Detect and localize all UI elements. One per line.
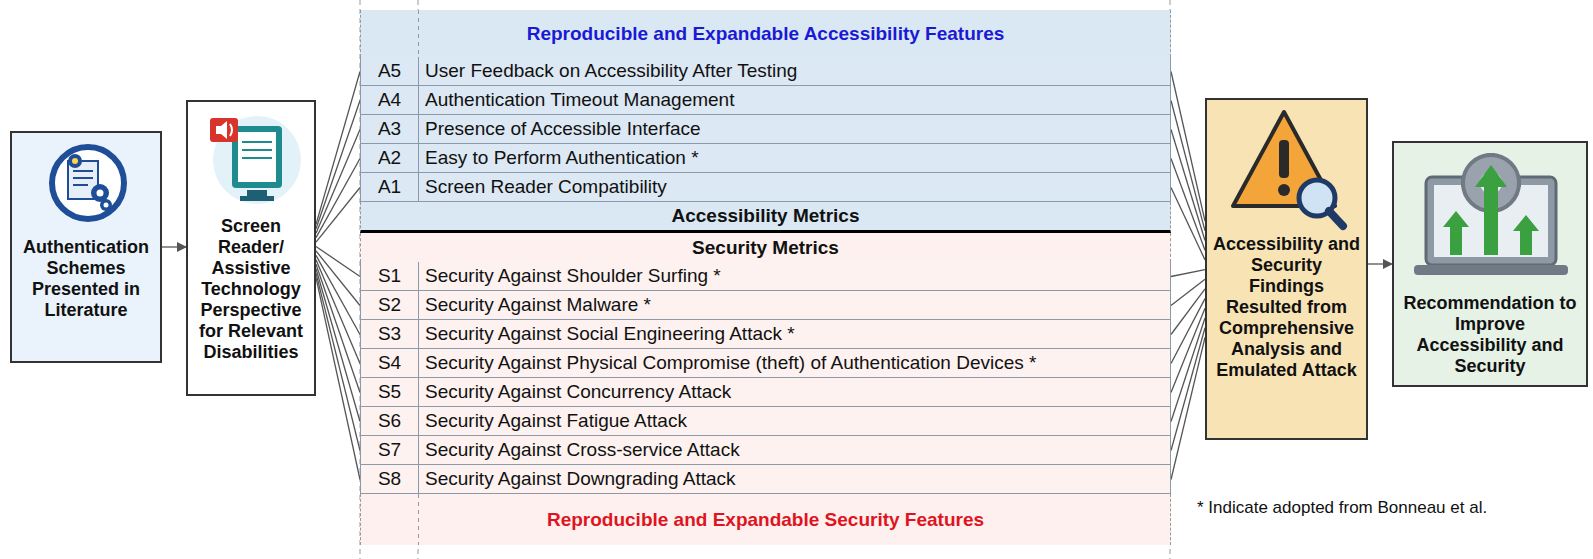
fan-line (316, 247, 360, 277)
fan-line (316, 159, 360, 238)
row-code: A5 (361, 57, 419, 85)
row-code: S6 (361, 407, 419, 435)
fan-line (1171, 188, 1205, 260)
table-row: S8Security Against Downgrading Attack (360, 465, 1171, 494)
row-code: S3 (361, 320, 419, 348)
table-row: S2Security Against Malware * (360, 291, 1171, 320)
row-label: Presence of Accessible Interface (419, 115, 1170, 143)
fan-line (316, 278, 360, 480)
screen-reader-icon (202, 108, 302, 212)
row-label: Easy to Perform Authentication * (419, 144, 1170, 172)
footnote: * Indicate adopted from Bonneau et al. (1197, 497, 1582, 518)
row-label: Security Against Malware * (419, 291, 1170, 319)
table-row: A5User Feedback on Accessibility After T… (360, 57, 1171, 86)
fan-line (316, 255, 360, 334)
table-row: S5Security Against Concurrency Attack (360, 378, 1171, 407)
fan-line (1171, 101, 1205, 231)
warning-magnifier-icon (1229, 106, 1349, 232)
table-row: S6Security Against Fatigue Attack (360, 407, 1171, 436)
row-code: S2 (361, 291, 419, 319)
process-box: Accessibility and Security Findings Resu… (1205, 98, 1368, 440)
row-label: Security Against Concurrency Attack (419, 378, 1170, 406)
flow-arrow (162, 246, 186, 247)
fan-line (1171, 299, 1205, 364)
row-label: Screen Reader Compatibility (419, 173, 1170, 201)
document-gear-icon (48, 141, 128, 227)
table-row: S7Security Against Cross-service Attack (360, 436, 1171, 465)
fan-line (316, 260, 360, 364)
fan-line (316, 101, 360, 229)
fan-line (1171, 279, 1205, 305)
row-label: Authentication Timeout Management (419, 86, 1170, 114)
table-row: A4Authentication Timeout Management (360, 86, 1171, 115)
row-label: Security Against Social Engineering Atta… (419, 320, 1170, 348)
table-band: Reproducible and Expandable Accessibilit… (360, 10, 1171, 57)
row-label: Security Against Shoulder Surfing * (419, 262, 1170, 290)
table-row: S3Security Against Social Engineering At… (360, 320, 1171, 349)
fan-line (316, 264, 360, 392)
table-band: Reproducible and Expandable Security Fea… (360, 494, 1171, 545)
band-label: Accessibility Metrics (672, 205, 860, 227)
band-label: Reproducible and Expandable Security Fea… (547, 509, 984, 531)
fan-line (316, 72, 360, 225)
fan-line (1171, 289, 1205, 335)
table-band: Accessibility Metrics (360, 202, 1171, 233)
row-code: A2 (361, 144, 419, 172)
fan-line (316, 130, 360, 234)
box-label: Accessibility and Security Findings Resu… (1207, 234, 1366, 381)
row-label: Security Against Fatigue Attack (419, 407, 1170, 435)
table-row: A3Presence of Accessible Interface (360, 115, 1171, 144)
row-code: S4 (361, 349, 419, 377)
fan-line (1171, 308, 1205, 392)
row-code: S7 (361, 436, 419, 464)
row-code: S8 (361, 465, 419, 493)
table-row: A1Screen Reader Compatibility (360, 173, 1171, 202)
row-label: User Feedback on Accessibility After Tes… (419, 57, 1170, 85)
process-box: Authentication Schemes Presented in Lite… (10, 131, 162, 363)
row-label: Security Against Physical Compromise (th… (419, 349, 1170, 377)
band-label: Reproducible and Expandable Accessibilit… (527, 23, 1005, 45)
row-label: Security Against Cross-service Attack (419, 436, 1170, 464)
table-row: S4Security Against Physical Compromise (… (360, 349, 1171, 378)
fan-line (1171, 337, 1205, 479)
fan-line (1171, 328, 1205, 451)
row-code: S1 (361, 262, 419, 290)
row-label: Security Against Downgrading Attack (419, 465, 1170, 493)
table-band: Security Metrics (360, 233, 1171, 262)
table-row: S1Security Against Shoulder Surfing * (360, 262, 1171, 291)
box-label: Recommendation to Improve Accessibility … (1394, 293, 1586, 377)
row-code: A3 (361, 115, 419, 143)
table-row: A2Easy to Perform Authentication * (360, 144, 1171, 173)
fan-line (1171, 159, 1205, 251)
fan-line (1171, 270, 1205, 277)
flow-arrow (1368, 263, 1392, 264)
box-label: Screen Reader/ Assistive Technology Pers… (188, 216, 314, 363)
row-code: A1 (361, 173, 419, 201)
fan-line (316, 188, 360, 243)
fan-line (316, 269, 360, 422)
box-label: Authentication Schemes Presented in Lite… (12, 237, 160, 321)
improvement-laptop-icon (1410, 147, 1572, 293)
band-label: Security Metrics (692, 237, 839, 259)
row-code: A4 (361, 86, 419, 114)
process-box: Recommendation to Improve Accessibility … (1392, 141, 1588, 387)
fan-line (316, 273, 360, 450)
row-code: S5 (361, 378, 419, 406)
process-box: Screen Reader/ Assistive Technology Pers… (186, 100, 316, 396)
